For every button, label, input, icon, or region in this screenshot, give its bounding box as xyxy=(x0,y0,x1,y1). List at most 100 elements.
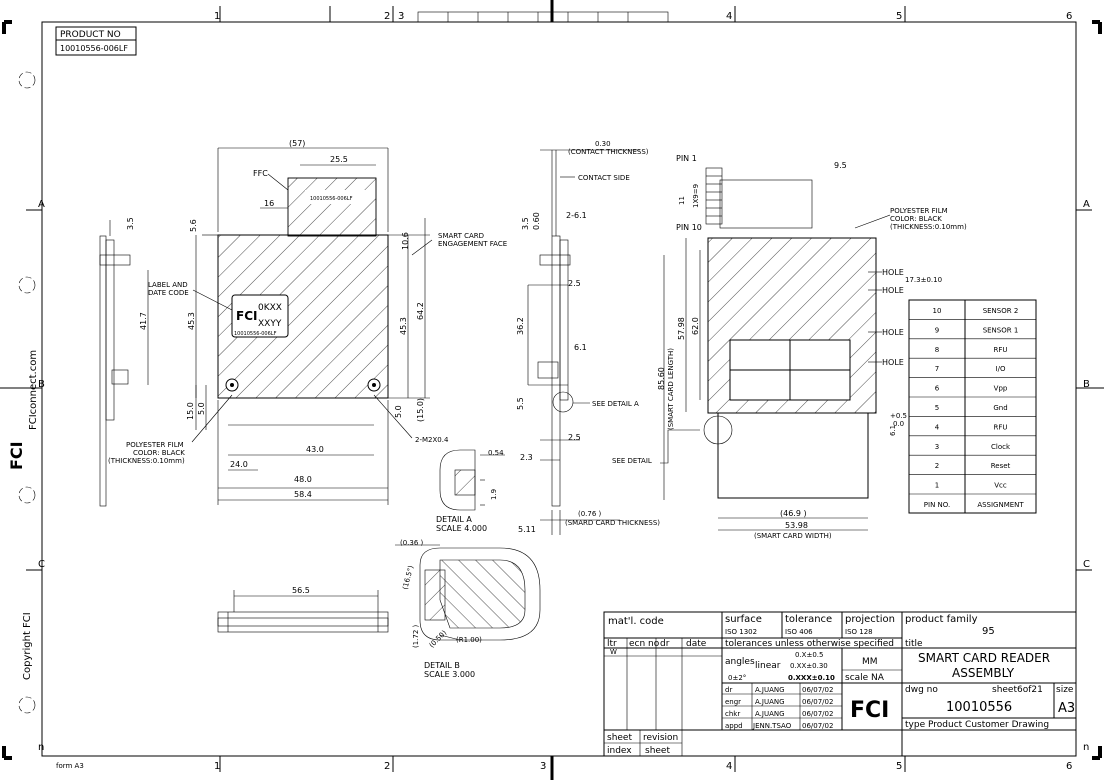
dim-plus-0-5: +0.5 xyxy=(890,412,907,420)
pin-assignment: RFU xyxy=(993,346,1007,354)
dim-2-3: 2.3 xyxy=(520,453,533,462)
row-label: C xyxy=(1083,559,1090,570)
fci-logo-vertical: FCI xyxy=(7,441,26,470)
product-no-value: 10010556-006LF xyxy=(60,44,128,53)
pin-number: 2 xyxy=(935,462,939,470)
dim-25-5: 25.5 xyxy=(330,155,348,164)
sheet-of-label: sheet6of21 xyxy=(992,685,1043,695)
dim-15-0: 15.0 xyxy=(186,402,195,420)
engr-name: A.JUANG xyxy=(755,698,785,706)
type-value: Product Customer Drawing xyxy=(928,720,1049,730)
front-view: 10010556-006LF FCI 0KXX XXYY 10010556-00… xyxy=(108,139,507,505)
angles-label: angles xyxy=(725,657,755,667)
row-labels: A B C n A B C n xyxy=(38,199,1090,753)
dim-2-6-1: 2-6.1 xyxy=(566,211,587,220)
tol-2: 0.XX±0.30 xyxy=(790,662,828,670)
pin-assignment: Gnd xyxy=(993,404,1007,412)
dim-24-0: 24.0 xyxy=(230,460,248,469)
hole-label-4: HOLE xyxy=(882,358,904,367)
col-label: 2 xyxy=(384,11,390,22)
product-number-box: PRODUCT NO 10010556-006LF xyxy=(55,26,137,56)
dim-56-5: 56.5 xyxy=(292,586,310,595)
detail-b: (0.36 ) (16.5°) (1.72 ) (0.50) (R1.00) D… xyxy=(395,539,541,679)
m2-note: 2-M2X0.4 xyxy=(415,436,449,444)
matl-code-label: mat'l. code xyxy=(608,616,664,627)
pin-number: 1 xyxy=(935,482,939,490)
sheet-size: A3 xyxy=(1058,701,1075,716)
rev-w: W xyxy=(610,648,617,656)
tol-3: 0.XXX±0.10 xyxy=(788,674,835,682)
dim-5-6: 5.6 xyxy=(189,219,198,232)
see-detail-note: SEE DETAIL xyxy=(612,457,652,465)
appd-date: 06/07/02 xyxy=(802,722,833,730)
column-labels: 1 2 3 4 5 6 1 2 3 4 5 6 xyxy=(214,11,1072,772)
row-label: n xyxy=(38,742,44,753)
dim-5-0-left: 5.0 xyxy=(197,402,206,415)
revision-label: revision xyxy=(643,733,678,743)
col-label: 5 xyxy=(896,11,902,22)
dim-53-98: 53.98 xyxy=(785,521,808,530)
pin-header: PIN NO. xyxy=(924,501,950,509)
sheet-label: sheet xyxy=(607,733,632,743)
hole-dim: 17.3±0.10 xyxy=(905,276,942,284)
product-family-label: product family xyxy=(905,614,978,625)
card-length-note: (SMART CARD LENGTH) xyxy=(667,348,675,430)
detail-a: 0.54 1.9 DETAIL A SCALE 4.000 xyxy=(436,449,505,533)
surface-label: surface xyxy=(725,614,762,625)
dim-5-0-right: 5.0 xyxy=(394,405,403,418)
scale-label: scale NA xyxy=(845,673,885,683)
pin-10-label: PIN 10 xyxy=(676,223,702,232)
poly-note-right-2: COLOR: BLACK xyxy=(890,215,942,223)
dim-45-3-left: 45.3 xyxy=(187,312,196,330)
dim-0-60: 0.60 xyxy=(532,212,541,230)
poly-note-right-3: (THICKNESS:0.10mm) xyxy=(890,223,967,231)
dim-3-5: 3.5 xyxy=(126,217,135,230)
col-label: 6 xyxy=(1066,761,1072,772)
hole-label-3: HOLE xyxy=(882,328,904,337)
col-ecn: ecn no xyxy=(629,639,660,649)
dim-62-0: 62.0 xyxy=(691,317,700,335)
dim-36-2: 36.2 xyxy=(516,317,525,335)
pin-assignment: I/O xyxy=(996,365,1006,373)
hole-label-2: HOLE xyxy=(882,286,904,295)
chkr-label: chkr xyxy=(725,710,740,718)
side-view: 0.30 (CONTACT THICKNESS) CONTACT SIDE 3.… xyxy=(516,140,700,535)
linear-label: linear xyxy=(755,661,781,671)
tolerance-value: ISO 406 xyxy=(785,628,813,636)
index-label: index xyxy=(607,746,632,756)
pin-number: 4 xyxy=(935,423,940,431)
dim-15-0-ref: (15.0) xyxy=(416,398,425,422)
smart-thickness-note: (SMARD CARD THICKNESS) xyxy=(565,519,660,527)
dim-6-1-right: 6.1 xyxy=(889,425,897,436)
right-view: PIN 1 PIN 10 11 1X9=9 POLYESTER FILM COL… xyxy=(657,154,967,540)
row-label: C xyxy=(38,559,45,570)
pin-assignment: Clock xyxy=(991,443,1011,451)
dim-46-9: (46.9 ) xyxy=(780,509,807,518)
dim-1-72: (1.72 ) xyxy=(412,624,420,648)
drawing-title-1: SMART CARD READER xyxy=(918,651,1050,665)
col-dr: dr xyxy=(660,639,670,649)
dim-43-0: 43.0 xyxy=(306,445,324,454)
row-label: B xyxy=(38,379,45,390)
form-label: form A3 xyxy=(56,762,84,770)
card-width-note: (SMART CARD WIDTH) xyxy=(754,532,832,540)
col-label: 2 xyxy=(384,761,390,772)
surface-value: ISO 1302 xyxy=(725,628,757,636)
detail-b-title: DETAIL B xyxy=(424,661,460,670)
dim-58-4: 58.4 xyxy=(294,490,312,499)
dr-date: 06/07/02 xyxy=(802,686,833,694)
dim-0-36: (0.36 ) xyxy=(400,539,424,547)
title-label: title xyxy=(905,639,923,649)
dim-9-5: 9.5 xyxy=(834,161,847,170)
contact-thickness-note: (CONTACT THICKNESS) xyxy=(568,148,649,156)
dim-16-5: (16.5°) xyxy=(401,564,415,590)
engr-label: engr xyxy=(725,698,741,706)
dim-16: 16 xyxy=(264,199,274,208)
projection-value: ISO 128 xyxy=(845,628,873,636)
smart-card-note-2: ENGAGEMENT FACE xyxy=(438,240,507,248)
dim-3-5-side: 3.5 xyxy=(521,217,530,230)
dim-0-54: 0.54 xyxy=(488,449,504,457)
ffc-label: FFC xyxy=(253,169,268,178)
